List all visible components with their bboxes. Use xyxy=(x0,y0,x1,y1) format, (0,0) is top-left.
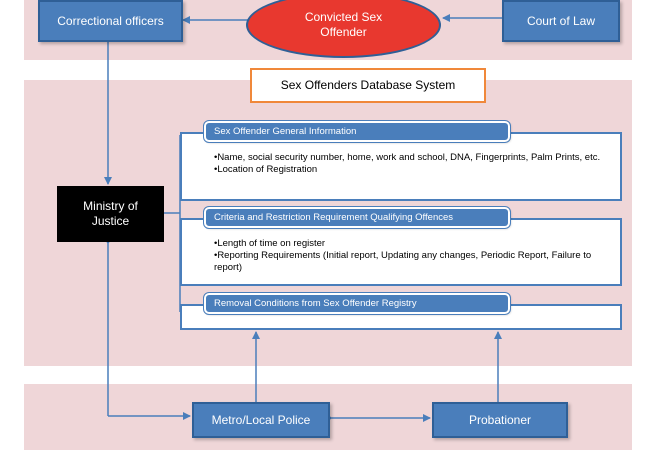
bullet-item: •Name, social security number, home, wor… xyxy=(214,152,601,163)
probationer-label: Probationer xyxy=(468,412,532,427)
correctional-officers-box: Correctional officers xyxy=(38,0,183,42)
bullet-item: •Reporting Requirements (Initial report,… xyxy=(214,249,592,273)
correctional-officers-label: Correctional officers xyxy=(57,13,164,28)
bullet-item: •Location of Registration xyxy=(214,163,318,175)
criteria-bullets: •Length of time on register •Reporting R… xyxy=(214,238,604,274)
criteria-header-label: Criteria and Restriction Requirement Qua… xyxy=(214,212,454,223)
ministry-of-justice-label: Ministry of Justice xyxy=(83,199,138,228)
convicted-offender-ellipse: Convicted Sex Offender xyxy=(246,0,441,58)
metro-local-police-box: Metro/Local Police xyxy=(192,402,330,438)
ministry-of-justice-box: Ministry of Justice xyxy=(57,186,164,242)
database-title-box: Sex Offenders Database System xyxy=(250,68,486,103)
general-info-header-label: Sex Offender General Information xyxy=(214,126,357,137)
probationer-box: Probationer xyxy=(432,402,568,438)
criteria-header: Criteria and Restriction Requirement Qua… xyxy=(203,206,511,229)
court-of-law-label: Court of Law xyxy=(526,13,596,28)
court-of-law-box: Court of Law xyxy=(502,0,620,42)
general-info-header: Sex Offender General Information xyxy=(203,120,511,143)
metro-local-police-label: Metro/Local Police xyxy=(211,412,311,427)
bullet-item: •Length of time on register xyxy=(214,238,326,249)
general-info-bullets: •Name, social security number, home, wor… xyxy=(214,152,604,176)
database-title: Sex Offenders Database System xyxy=(280,78,456,92)
removal-header: Removal Conditions from Sex Offender Reg… xyxy=(203,292,511,315)
removal-header-label: Removal Conditions from Sex Offender Reg… xyxy=(214,298,417,309)
convicted-offender-label: Convicted Sex Offender xyxy=(304,10,383,39)
criteria-panel xyxy=(180,218,622,286)
